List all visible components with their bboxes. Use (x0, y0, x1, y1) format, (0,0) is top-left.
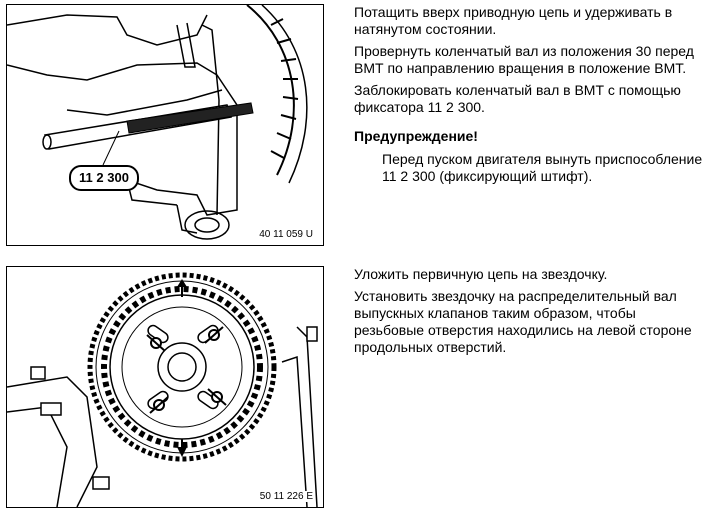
alignment-arrows (177, 279, 187, 457)
threaded-hole-marks (146, 326, 227, 414)
instructions-section-1: Потащить вверх приводную цепь и удержива… (354, 4, 704, 190)
warning-body: Перед пуском двигателя вынуть приспособл… (382, 151, 703, 184)
sprocket-teeth (101, 286, 263, 448)
timing-chain (87, 272, 277, 462)
camshaft-sprocket-illustration (7, 272, 318, 507)
figure-code: 50 11 226 E (257, 491, 315, 502)
figure-camshaft-sprocket: 50 11 226 E (6, 266, 324, 508)
instruction-paragraph: Потащить вверх приводную цепь и удержива… (354, 4, 673, 37)
instructions-section-2: Уложить первичную цепь на звездочку. Уст… (354, 266, 704, 361)
figure-crankshaft-locking: 11 2 300 40 11 059 U (6, 4, 324, 246)
flywheel-teeth (270, 18, 299, 159)
instruction-paragraph: Установить звездочку на распределительны… (354, 288, 692, 355)
instruction-paragraph: Уложить первичную цепь на звездочку. (354, 266, 608, 282)
warning-title: Предупреждение! (354, 128, 478, 144)
locking-pin (42, 102, 254, 150)
crankshaft-locking-illustration (7, 5, 308, 240)
studs (30, 326, 318, 490)
tool-number-callout: 11 2 300 (69, 165, 139, 191)
figure-code: 40 11 059 U (257, 229, 315, 240)
instruction-paragraph: Провернуть коленчатый вал из положения 3… (354, 43, 694, 76)
instruction-paragraph: Заблокировать коленчатый вал в ВМТ с пом… (354, 82, 681, 115)
